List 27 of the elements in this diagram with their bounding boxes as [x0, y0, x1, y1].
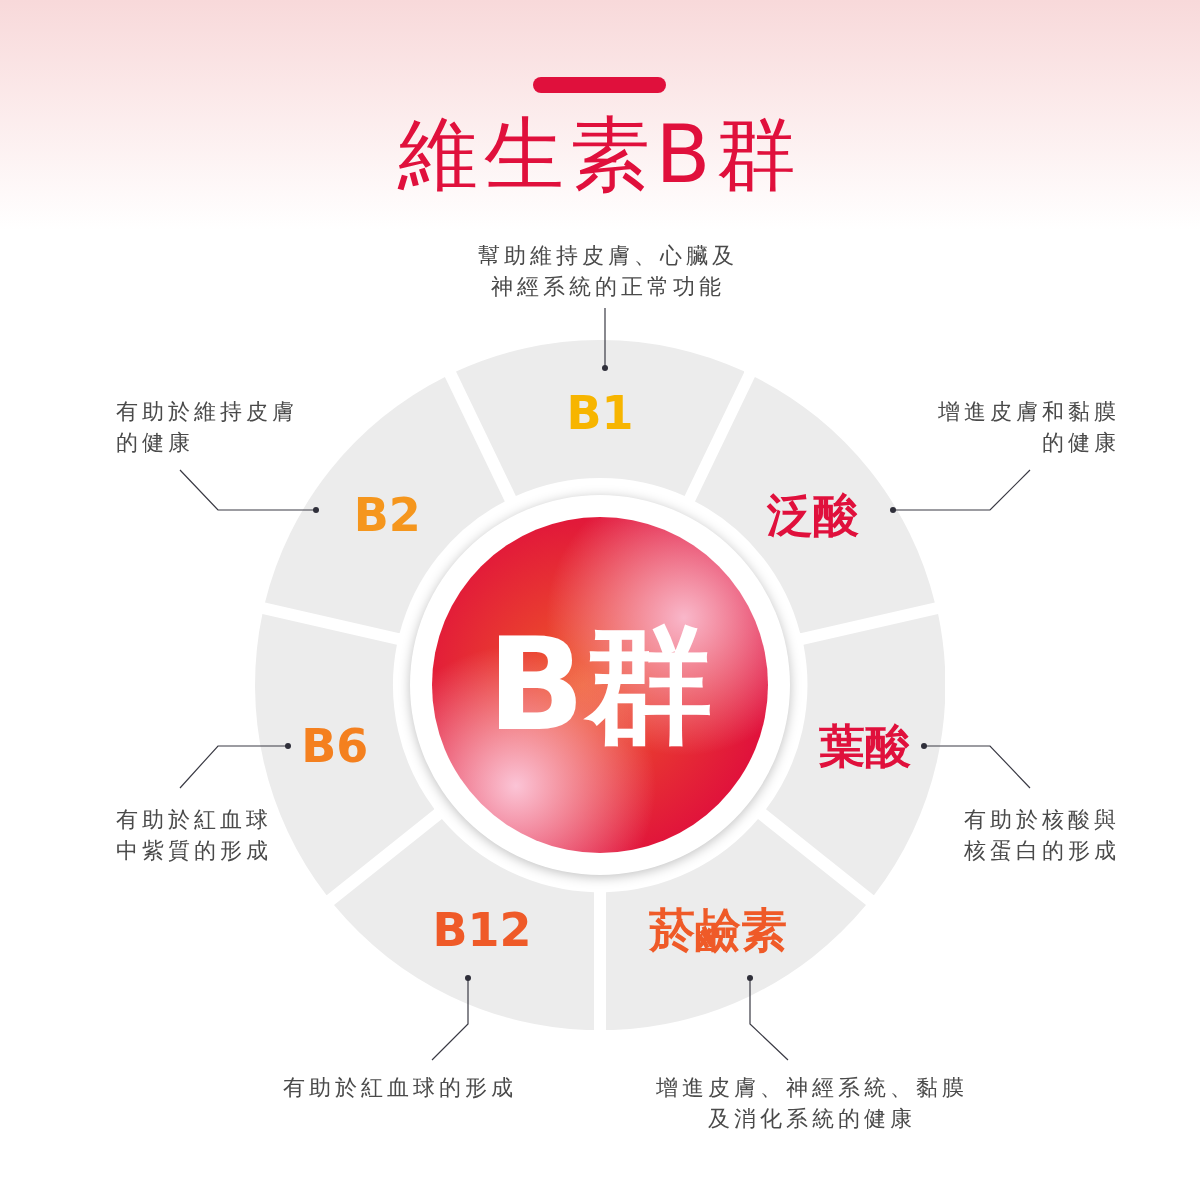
segment-label: B6	[301, 717, 369, 774]
segment-label: B12	[432, 902, 532, 959]
ring-segment	[334, 818, 594, 1030]
segment-label: 葉酸	[819, 717, 912, 774]
leader-line	[890, 469, 1031, 513]
description-text: 有助於紅血球中紫質的形成	[116, 804, 280, 866]
description-text: 增進皮膚和黏膜的健康	[930, 396, 1120, 458]
leader-line	[179, 743, 291, 789]
leader-line	[921, 743, 1031, 789]
ring-segment	[765, 614, 945, 896]
segment-label: 菸鹼素	[649, 902, 787, 959]
leader-line	[747, 975, 789, 1061]
description-text: 幫助維持皮膚、心臟及神經系統的正常功能	[470, 240, 746, 302]
description-text: 增進皮膚、神經系統、黏膜及消化系統的健康	[650, 1072, 974, 1134]
title: 維生素B群	[396, 107, 804, 203]
description-text: 有助於維持皮膚的健康	[116, 396, 306, 458]
leader-line	[431, 975, 471, 1061]
ring-segment	[265, 376, 505, 634]
description-text: 有助於核酸與核蛋白的形成	[956, 804, 1120, 866]
ring-segment	[455, 340, 745, 496]
center-label: B群	[487, 615, 713, 755]
segment-label: 泛酸	[766, 487, 859, 544]
segment-label: B1	[566, 385, 634, 441]
description-text: 有助於紅血球的形成	[270, 1072, 530, 1103]
leader-line	[602, 307, 608, 371]
leader-line	[179, 469, 319, 513]
segment-label: B2	[353, 487, 421, 544]
